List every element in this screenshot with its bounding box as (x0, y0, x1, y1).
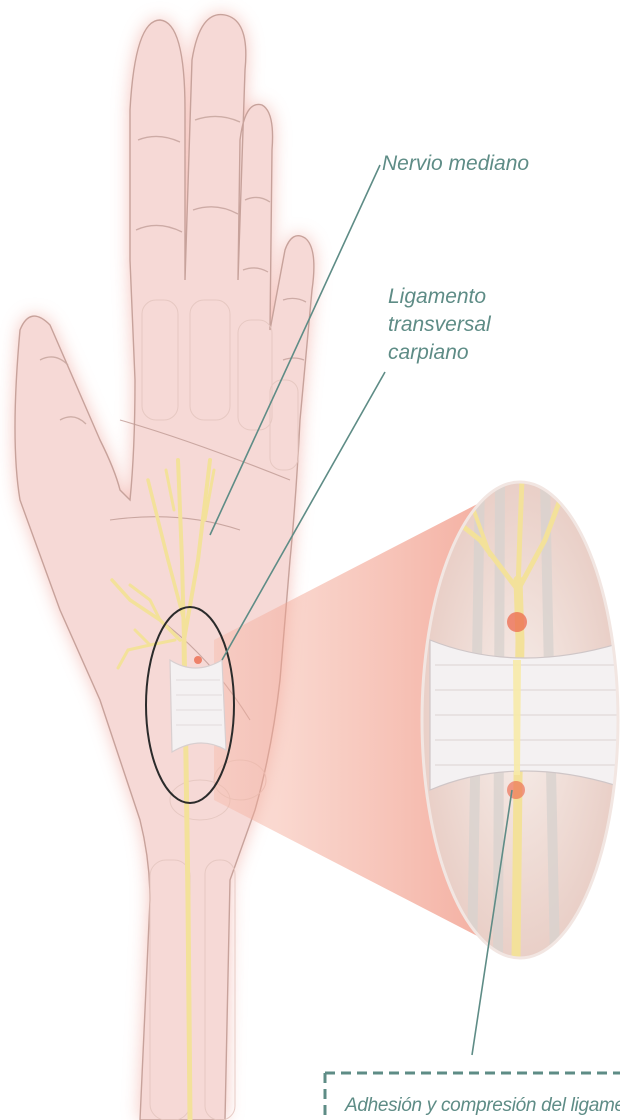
label-adhesion-compression: Adhesión y compresión del ligamento (345, 1092, 620, 1120)
label-median-nerve: Nervio mediano (382, 150, 529, 178)
label-transverse-carpal-ligament: Ligamento transversal carpiano (388, 283, 491, 367)
hand-silhouette (15, 15, 314, 1120)
label-ligament-line-3: carpiano (388, 339, 491, 367)
transverse-carpal-ligament (170, 656, 226, 752)
label-ligament-line-2: transversal (388, 311, 491, 339)
label-ligament-line-1: Ligamento (388, 283, 491, 311)
zoomed-detail (422, 480, 620, 960)
